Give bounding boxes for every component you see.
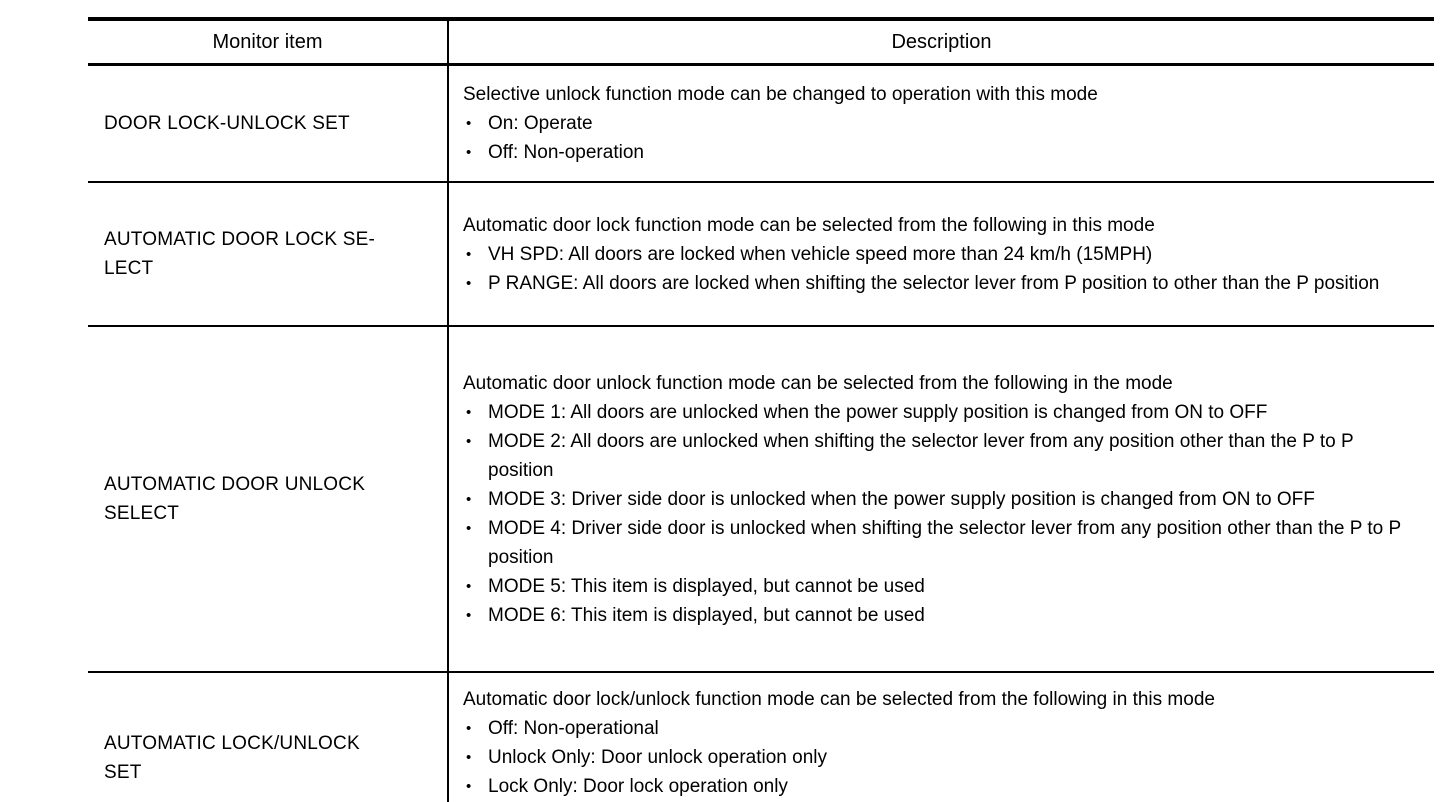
- table-body: DOOR LOCK-UNLOCK SET Selective unlock fun…: [88, 64, 1434, 802]
- bullet-list: • VH SPD: All doors are locked when vehic…: [463, 240, 1424, 298]
- monitor-items-table: Monitor item Description DOOR LOCK-UNLOC…: [88, 17, 1434, 802]
- monitor-item-cell: AUTOMATIC DOOR UNLOCK SELECT: [88, 326, 448, 673]
- bullet-text: P RANGE: All doors are locked when shift…: [488, 272, 1380, 294]
- bullet-text: MODE 3: Driver side door is unlocked whe…: [488, 488, 1315, 510]
- bullet-item: • P RANGE: All doors are locked when shif…: [463, 269, 1424, 298]
- description-intro: Selective unlock function mode can be ch…: [463, 84, 1098, 105]
- description-cell: Selective unlock function mode can be ch…: [447, 64, 1434, 183]
- bullet-item: • MODE 6: This item is displayed, but can…: [463, 601, 1424, 630]
- bullet-text: MODE 2: All doors are unlocked when shif…: [488, 430, 1354, 481]
- bullet-item: • MODE 2: All doors are unlocked when shi…: [463, 427, 1424, 485]
- bullet-text: MODE 5: This item is displayed, but cann…: [488, 575, 925, 597]
- bullet-item: • On: Operate: [463, 109, 1424, 138]
- bullet-item: • MODE 4: Driver side door is unlocked wh…: [463, 514, 1424, 572]
- bullet-icon: •: [466, 245, 472, 263]
- bullet-icon: •: [466, 720, 472, 737]
- column-header-monitor-item: Monitor item: [88, 19, 448, 66]
- bullet-list: • MODE 1: All doors are unlocked when the…: [463, 398, 1424, 630]
- table-row: AUTOMATIC DOOR UNLOCK SELECT Automatic do…: [88, 326, 1434, 673]
- bullet-text: Off: Non-operation: [488, 142, 644, 163]
- bullet-item: • Off: Non-operational: [463, 714, 1424, 743]
- description-cell: Automatic door unlock function mode can …: [447, 326, 1434, 673]
- bullet-icon: •: [466, 606, 472, 624]
- bullet-icon: •: [466, 432, 472, 450]
- bullet-icon: •: [466, 778, 472, 795]
- monitor-item-cell: DOOR LOCK-UNLOCK SET: [88, 64, 448, 183]
- description-cell: Automatic door lock/unlock function mode…: [447, 672, 1434, 802]
- bullet-item: • VH SPD: All doors are locked when vehic…: [463, 240, 1424, 269]
- column-header-description: Description: [447, 19, 1434, 66]
- bullet-icon: •: [466, 749, 472, 766]
- bullet-text: Unlock Only: Door unlock operation only: [488, 747, 828, 768]
- bullet-icon: •: [466, 577, 472, 595]
- bullet-item: • MODE 3: Driver side door is unlocked wh…: [463, 485, 1424, 514]
- table-row: AUTOMATIC DOOR LOCK SE- LECT Automatic do…: [88, 182, 1434, 327]
- bullet-text: Lock Only: Door lock operation only: [488, 776, 788, 797]
- bullet-icon: •: [466, 403, 472, 421]
- bullet-item: • MODE 5: This item is displayed, but can…: [463, 572, 1424, 601]
- bullet-text: MODE 4: Driver side door is unlocked whe…: [488, 517, 1401, 568]
- bullet-icon: •: [466, 115, 472, 132]
- monitor-item-cell: AUTOMATIC LOCK/UNLOCK SET: [104, 732, 360, 783]
- bullet-item: • MODE 1: All doors are unlocked when the…: [463, 398, 1424, 427]
- description-intro: Automatic door unlock function mode can …: [463, 372, 1173, 394]
- monitor-item-cell: AUTOMATIC DOOR LOCK SE- LECT: [88, 182, 448, 327]
- bullet-icon: •: [466, 144, 472, 161]
- description-intro: Automatic door lock function mode can be…: [463, 214, 1155, 236]
- bullet-text: Off: Non-operational: [488, 718, 659, 739]
- bullet-item: • Off: Non-operation: [463, 138, 1424, 167]
- bullet-item: • Unlock Only: Door unlock operation only: [463, 743, 1424, 772]
- bullet-text: On: Operate: [488, 113, 593, 134]
- description-cell: Automatic door lock function mode can be…: [447, 182, 1434, 327]
- bullet-icon: •: [466, 519, 472, 537]
- table-header-row: Monitor item Description: [88, 19, 1434, 66]
- bullet-icon: •: [466, 274, 472, 292]
- bullet-list: • On: Operate • Off: Non-operation: [463, 109, 1424, 167]
- bullet-text: VH SPD: All doors are locked when vehicl…: [488, 243, 1153, 265]
- bullet-text: MODE 1: All doors are unlocked when the …: [488, 401, 1268, 423]
- bullet-list: • Off: Non-operational • Unlock Only: Door …: [463, 714, 1424, 802]
- table-row: DOOR LOCK-UNLOCK SET Selective unlock fun…: [88, 64, 1434, 183]
- bullet-icon: •: [466, 490, 472, 508]
- bullet-item: • Lock Only: Door lock operation only: [463, 772, 1424, 801]
- bullet-text: MODE 6: This item is displayed, but cann…: [488, 604, 925, 626]
- table-row: AUTOMATIC LOCK/UNLOCK SET Automatic door …: [88, 672, 1434, 802]
- description-intro: Automatic door lock/unlock function mode…: [463, 689, 1215, 710]
